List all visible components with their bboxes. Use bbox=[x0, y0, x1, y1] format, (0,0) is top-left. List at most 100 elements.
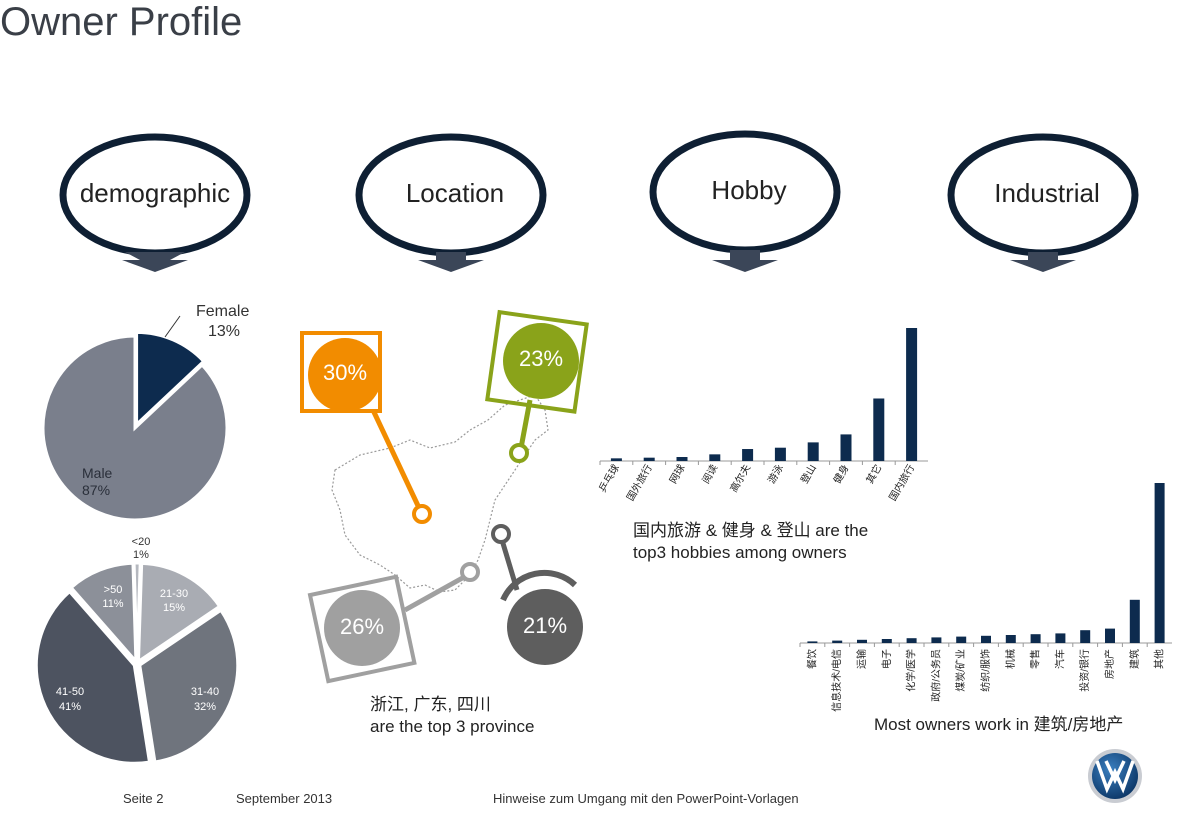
industry-bar-3 bbox=[881, 639, 892, 643]
industry-bar-13 bbox=[1129, 599, 1140, 643]
gray-connector bbox=[403, 573, 468, 613]
industry-bar-14 bbox=[1154, 483, 1165, 643]
category-label-demographic: demographic bbox=[79, 178, 231, 208]
age-value-3: 41% bbox=[59, 701, 81, 713]
green-badge-frame bbox=[485, 309, 589, 414]
page-title: Owner Profile bbox=[0, 0, 243, 44]
ellipse-hobby bbox=[649, 130, 841, 272]
industry-bar-1 bbox=[832, 640, 843, 643]
female-leader-line bbox=[164, 315, 181, 338]
hobby-bar-2 bbox=[676, 457, 688, 461]
footer-date: September 2013 bbox=[236, 791, 333, 806]
age-slice-3 bbox=[34, 589, 152, 765]
gender-slice-male bbox=[41, 334, 229, 522]
industry-label-0: 餐饮 bbox=[805, 649, 818, 669]
industry-bar-10 bbox=[1055, 633, 1066, 643]
gray-pin bbox=[460, 562, 480, 582]
hobby-bar-0 bbox=[610, 458, 622, 461]
industry-label-2: 运输 bbox=[855, 649, 868, 669]
industry-label-13: 建筑 bbox=[1128, 649, 1141, 669]
location-caption-line1: 浙江, 广东, 四川 bbox=[370, 695, 491, 714]
ellipse-demographic bbox=[59, 133, 251, 272]
age-value-2: 32% bbox=[194, 701, 216, 713]
age-value-0: 1% bbox=[133, 549, 149, 561]
age-label-3: 41-50 bbox=[56, 686, 84, 698]
gender-value-female: 13% bbox=[208, 323, 240, 340]
age-slice-4 bbox=[69, 561, 138, 666]
orange-badge bbox=[308, 338, 382, 412]
industry-bar-0 bbox=[807, 641, 818, 643]
gender-label-female: Female bbox=[196, 303, 249, 320]
green-badge bbox=[503, 323, 579, 399]
hobby-caption-line1: 国内旅游 & 健身 & 登山 are the bbox=[633, 521, 869, 540]
age-slice-2 bbox=[138, 608, 240, 764]
industry-bar-12 bbox=[1105, 628, 1115, 643]
age-label-1: 21-30 bbox=[160, 588, 188, 600]
gender-label-male: Male bbox=[82, 465, 113, 481]
industry-caption: Most owners work in 建筑/房地产 bbox=[874, 715, 1124, 734]
industry-label-11: 投资/银行 bbox=[1078, 649, 1091, 692]
darkgray-badge bbox=[507, 589, 583, 665]
hobby-bar-7 bbox=[840, 434, 852, 461]
darkgray-pin bbox=[491, 524, 511, 544]
age-label-2: 31-40 bbox=[191, 686, 219, 698]
industry-bar-2 bbox=[857, 639, 867, 643]
age-slice-1 bbox=[136, 561, 222, 665]
category-label-location: Location bbox=[405, 178, 505, 208]
industry-label-4: 化学/医学 bbox=[905, 649, 918, 692]
industry-label-14: 其他 bbox=[1153, 649, 1166, 669]
orange-pin bbox=[412, 504, 432, 524]
gender-slice-female bbox=[135, 330, 206, 428]
footer-page: Seite 2 bbox=[123, 791, 164, 806]
industry-bar-8 bbox=[1005, 635, 1016, 643]
hobby-bar-9 bbox=[906, 328, 918, 461]
industry-label-5: 政府/公务员 bbox=[929, 649, 942, 702]
age-label-4: >50 bbox=[104, 584, 123, 596]
hobby-bar-4 bbox=[742, 449, 754, 461]
industry-bar-7 bbox=[981, 635, 991, 643]
industry-label-12: 房地产 bbox=[1103, 649, 1116, 679]
industry-bar-11 bbox=[1080, 630, 1091, 643]
industry-label-7: 纺织/服饰 bbox=[979, 649, 992, 692]
green-connector bbox=[518, 399, 533, 449]
industry-label-10: 汽车 bbox=[1053, 649, 1066, 669]
age-label-0: <20 bbox=[132, 536, 151, 548]
category-label-industrial: Industrial bbox=[994, 178, 1100, 208]
hobby-bar-6 bbox=[807, 442, 819, 461]
age-value-1: 15% bbox=[163, 602, 185, 614]
industry-bar-5 bbox=[931, 637, 942, 643]
industry-label-9: 零售 bbox=[1029, 649, 1042, 669]
badge-orange-text: 30% bbox=[322, 360, 368, 385]
category-label-hobby: Hobby bbox=[711, 175, 787, 205]
hobby-bar-5 bbox=[774, 447, 786, 461]
darkgray-badge-arc bbox=[500, 569, 578, 602]
hobby-bar-8 bbox=[873, 398, 885, 461]
china-map-outline bbox=[331, 394, 549, 593]
badge-green-text: 23% bbox=[518, 346, 564, 371]
hobby-bar-3 bbox=[709, 454, 721, 461]
gray-badge bbox=[324, 590, 400, 666]
ellipse-location bbox=[355, 133, 547, 272]
gray-badge-frame bbox=[307, 574, 417, 684]
location-caption-line2: are the top 3 province bbox=[370, 717, 535, 736]
badge-gray-text: 26% bbox=[339, 614, 385, 639]
age-value-4: 11% bbox=[102, 598, 123, 610]
badge-darkgray-text: 21% bbox=[522, 613, 568, 638]
green-pin bbox=[509, 443, 529, 463]
hobby-caption-line2: top3 hobbies among owners bbox=[633, 543, 847, 562]
industry-bar-4 bbox=[906, 638, 917, 643]
gender-value-male: 87% bbox=[82, 482, 110, 498]
orange-connector bbox=[370, 408, 423, 512]
location-caption: 浙江, 广东, 四川 are the top 3 province bbox=[370, 694, 534, 738]
industry-label-3: 电子 bbox=[880, 649, 893, 669]
vw-logo-mark bbox=[1095, 760, 1135, 794]
hobby-caption: 国内旅游 & 健身 & 登山 are the top3 hobbies amon… bbox=[633, 520, 868, 564]
footer-note: Hinweise zum Umgang mit den PowerPoint-V… bbox=[493, 791, 799, 806]
industry-label-8: 机械 bbox=[1004, 649, 1017, 669]
industry-label-6: 煤炭/矿业 bbox=[954, 649, 967, 692]
hobby-bar-1 bbox=[643, 457, 655, 461]
